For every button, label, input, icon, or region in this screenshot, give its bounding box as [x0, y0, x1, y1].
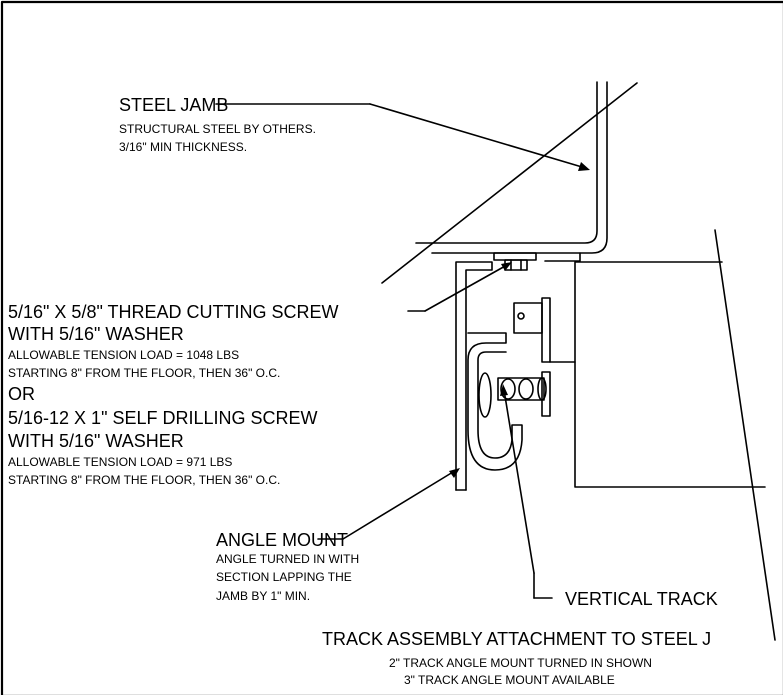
jamb-break-line	[381, 82, 638, 284]
angle-mount-line3: JAMB BY 1" MIN.	[216, 589, 311, 603]
screw-title-2: WITH 5/16" WASHER	[8, 324, 184, 344]
footer-line-1: 2" TRACK ANGLE MOUNT TURNED IN SHOWN	[389, 656, 652, 670]
screw-alt-1: 5/16-12 X 1" SELF DRILLING SCREW	[8, 408, 318, 428]
steel-jamb-line1: STRUCTURAL STEEL BY OTHERS.	[119, 122, 316, 136]
screw-alt-2: WITH 5/16" WASHER	[8, 431, 184, 451]
footer-line-2: 3" TRACK ANGLE MOUNT AVAILABLE	[404, 673, 615, 687]
arrow-steel-jamb	[578, 162, 590, 171]
vertical-track-profile	[467, 332, 523, 471]
vertical-track-label: VERTICAL TRACK	[565, 589, 718, 609]
bracket-plate	[513, 302, 543, 334]
jamb-lip	[544, 252, 581, 262]
roller-axle	[497, 377, 545, 401]
screw-washer	[493, 252, 537, 261]
screw-title-1: 5/16" X 5/8" THREAD CUTTING SCREW	[8, 302, 339, 322]
angle-mount-line2: SECTION LAPPING THE	[216, 570, 352, 584]
roller-bracket	[541, 297, 551, 363]
angle-mount-line1: ANGLE TURNED IN WITH	[216, 552, 360, 566]
section-break-line	[714, 229, 776, 641]
leader-vertical-track	[503, 389, 535, 574]
screw-alt-note-1: ALLOWABLE TENSION LOAD = 971 LBS	[8, 455, 233, 469]
steel-jamb-profile	[415, 81, 608, 254]
arrow-screw	[501, 262, 512, 271]
steel-jamb-line2: 3/16" MIN THICKNESS.	[119, 140, 248, 154]
screw-or: OR	[8, 384, 35, 404]
screw-note-1: ALLOWABLE TENSION LOAD = 1048 LBS	[8, 348, 240, 362]
screw-alt-note-2: STARTING 8" FROM THE FLOOR, THEN 36" O.C…	[8, 473, 281, 487]
drawing-title: TRACK ASSEMBLY ATTACHMENT TO STEEL J	[322, 629, 712, 649]
arrow-angle-mount	[449, 468, 460, 478]
arrow-vertical-track	[500, 384, 508, 396]
steel-jamb-title: STEEL JAMB	[119, 95, 229, 115]
angle-mount-profile	[455, 261, 493, 491]
door-section	[574, 261, 766, 488]
angle-mount-title: ANGLE MOUNT	[216, 530, 349, 550]
screw-note-2: STARTING 8" FROM THE FLOOR, THEN 36" O.C…	[8, 366, 281, 380]
